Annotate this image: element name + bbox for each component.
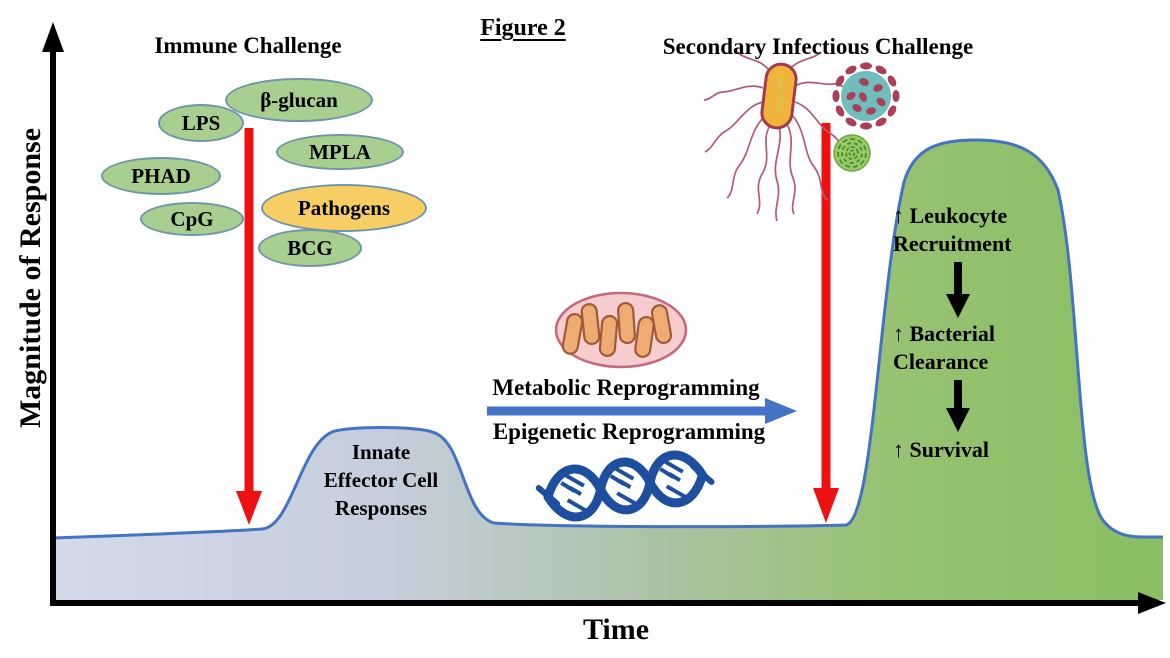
stimulus-oval-beta-glucan: β-glucan: [225, 78, 373, 122]
flow-arrow-1: [946, 262, 970, 318]
stimulus-oval-pathogens: Pathogens: [261, 184, 427, 232]
stimulus-oval-lps: LPS: [158, 104, 244, 142]
outcome-survival: ↑ Survival: [893, 437, 989, 462]
x-axis-label: Time: [582, 613, 650, 646]
innate-response-line-1: Innate: [351, 440, 411, 464]
figure-title: Figure 2: [480, 15, 566, 41]
microbe-colony-icon: [833, 134, 871, 172]
outcome-leukocyte-recruitment: ↑ Leukocyte Recruitment: [893, 203, 1012, 256]
innate-response-line-2: Effector Cell: [323, 468, 439, 492]
stimulus-oval-mpla: MPLA: [276, 134, 404, 170]
virus-icon: [832, 62, 900, 130]
secondary-challenge-arrow: [813, 123, 839, 523]
epigenetic-reprogramming-label: Epigenetic Reprogramming: [492, 419, 766, 444]
response-curve: [52, 138, 1163, 600]
secondary-challenge-heading: Secondary Infectious Challenge: [662, 34, 974, 59]
primary-challenge-arrow: [236, 128, 262, 525]
flow-arrow-2: [946, 380, 970, 432]
stimulus-oval-bcg: BCG: [258, 229, 362, 267]
dna-helix-icon: [535, 450, 715, 522]
metabolic-reprogramming-label: Metabolic Reprogramming: [492, 375, 760, 400]
outcome-bacterial-clearance: ↑ Bacterial Clearance: [893, 321, 996, 374]
stimulus-oval-cpg: CpG: [140, 202, 244, 236]
stimulus-oval-phad: PHAD: [101, 157, 221, 195]
immune-challenge-heading: Immune Challenge: [154, 33, 342, 58]
innate-response-label: Innate Effector Cell Responses: [281, 438, 481, 522]
mitochondria-icon: [554, 291, 688, 369]
reprogramming-arrow: [487, 398, 797, 424]
x-axis: [50, 592, 1166, 614]
innate-response-line-3: Responses: [334, 496, 428, 520]
y-axis-label: Magnitude of Response: [13, 127, 47, 429]
y-axis: [42, 22, 64, 604]
